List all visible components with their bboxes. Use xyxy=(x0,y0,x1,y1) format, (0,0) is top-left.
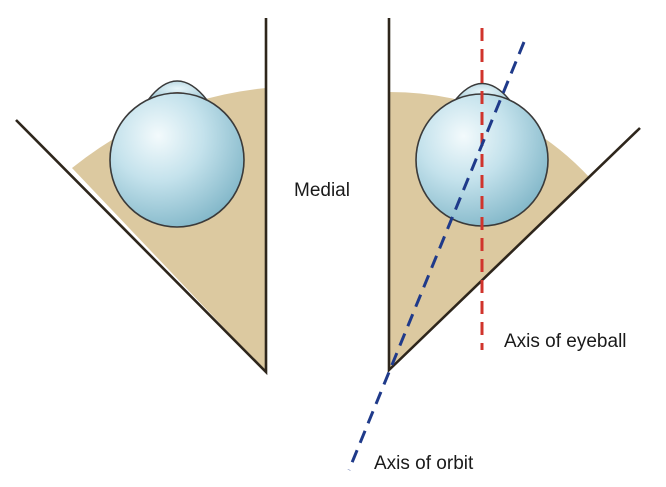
right-orbit xyxy=(387,18,641,374)
axis-of-orbit-label: Axis of orbit xyxy=(374,453,474,474)
medial-label: Medial xyxy=(294,180,350,201)
left-eyeball-globe xyxy=(109,92,245,228)
left-orbit-wall xyxy=(15,18,268,376)
left-eyeball xyxy=(109,80,245,228)
left-orbit xyxy=(15,18,268,376)
right-orbit-wall xyxy=(387,18,641,374)
axis-of-eyeball-label: Axis of eyeball xyxy=(504,331,627,352)
axis-of-orbit-line xyxy=(347,41,526,471)
